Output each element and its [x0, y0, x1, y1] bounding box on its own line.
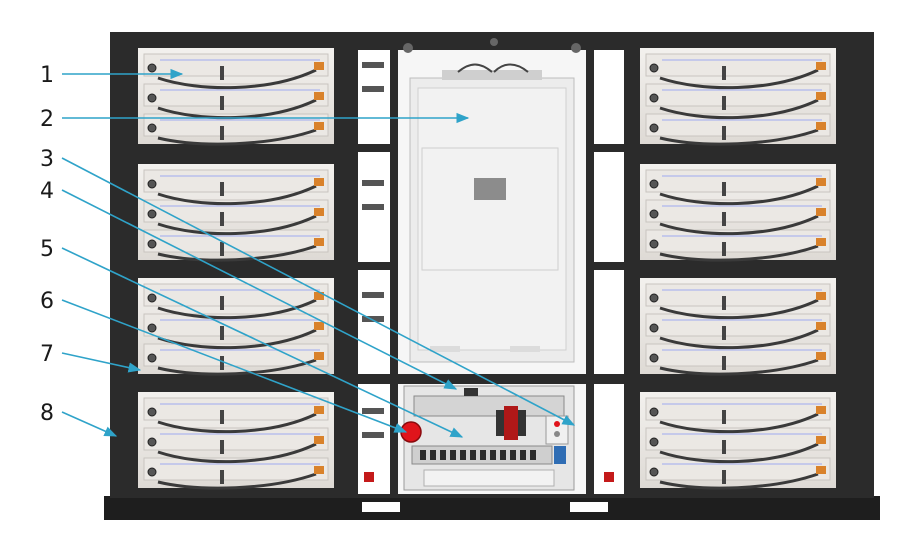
inverter-unit	[409, 63, 575, 363]
leader-arrow-icon	[61, 299, 408, 433]
callout-4: 4	[40, 179, 54, 204]
battery-module-left-1	[128, 38, 344, 154]
battery-module-right-2	[630, 154, 846, 270]
control-panel	[400, 385, 575, 491]
callout-5: 5	[40, 237, 54, 262]
leader-arrow-icon	[61, 247, 464, 438]
leader-lines	[61, 68, 576, 438]
leader-arrow-icon	[61, 157, 576, 426]
battery-module-right-1	[630, 38, 846, 154]
callout-6: 6	[40, 289, 54, 314]
cabinet-base	[104, 496, 880, 520]
leader-arrow-icon	[61, 189, 458, 390]
callout-8: 8	[40, 401, 54, 426]
battery-module-right-4	[630, 382, 846, 498]
leader-arrow-icon	[61, 352, 142, 373]
callout-7: 7	[40, 342, 54, 367]
leader-arrow-icon	[61, 411, 118, 437]
battery-module-left-2	[128, 154, 344, 270]
battery-module-left-4	[128, 382, 344, 498]
callout-2: 2	[40, 107, 54, 132]
callout-numbers: 1 2 3 4 5 6 7 8	[40, 63, 54, 426]
callout-1: 1	[40, 63, 54, 88]
battery-module-right-3	[630, 268, 846, 384]
callout-3: 3	[40, 147, 54, 172]
